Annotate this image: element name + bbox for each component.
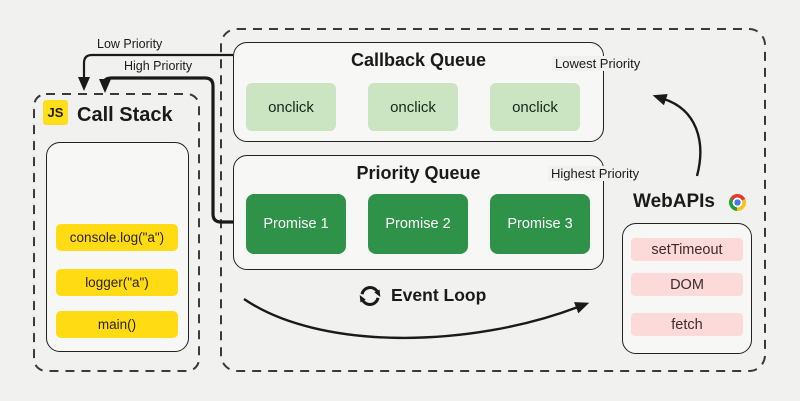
stack-frame: main() [56,311,178,338]
promise-item: Promise 3 [490,194,590,254]
low-priority-label: Low Priority [97,37,163,51]
chrome-icon [729,194,746,211]
webapis-box: setTimeout DOM fetch [622,223,752,354]
callback-item: onclick [490,83,580,131]
callback-queue-title: Callback Queue [350,50,487,70]
js-logo-badge: JS [43,100,68,125]
event-loop-label: Event Loop [391,285,487,305]
webapi-item: setTimeout [631,238,743,261]
promise-item: Promise 2 [368,194,468,254]
high-priority-label: High Priority [124,59,193,73]
callback-queue-box: Callback Queue Lowest Priority onclick o… [233,42,644,142]
webapi-item: fetch [631,313,743,336]
lowest-priority-label: Lowest Priority [552,56,644,71]
refresh-icon [359,286,381,306]
highest-priority-label: Highest Priority [548,166,643,181]
webapis-return-arrow [652,93,702,177]
webapi-item: DOM [631,273,743,296]
stack-frame: logger("a") [56,269,178,296]
webapis-title: WebAPIs [633,191,716,212]
call-stack-title: Call Stack [77,104,173,126]
callback-item: onclick [368,83,458,131]
promise-item: Promise 1 [246,194,346,254]
stack-frame: console.log("a") [56,224,178,251]
call-stack-panel: console.log("a") logger("a") main() [46,142,189,352]
callback-item: onclick [246,83,336,131]
priority-queue-box: Priority Queue Highest Priority Promise … [233,155,643,270]
